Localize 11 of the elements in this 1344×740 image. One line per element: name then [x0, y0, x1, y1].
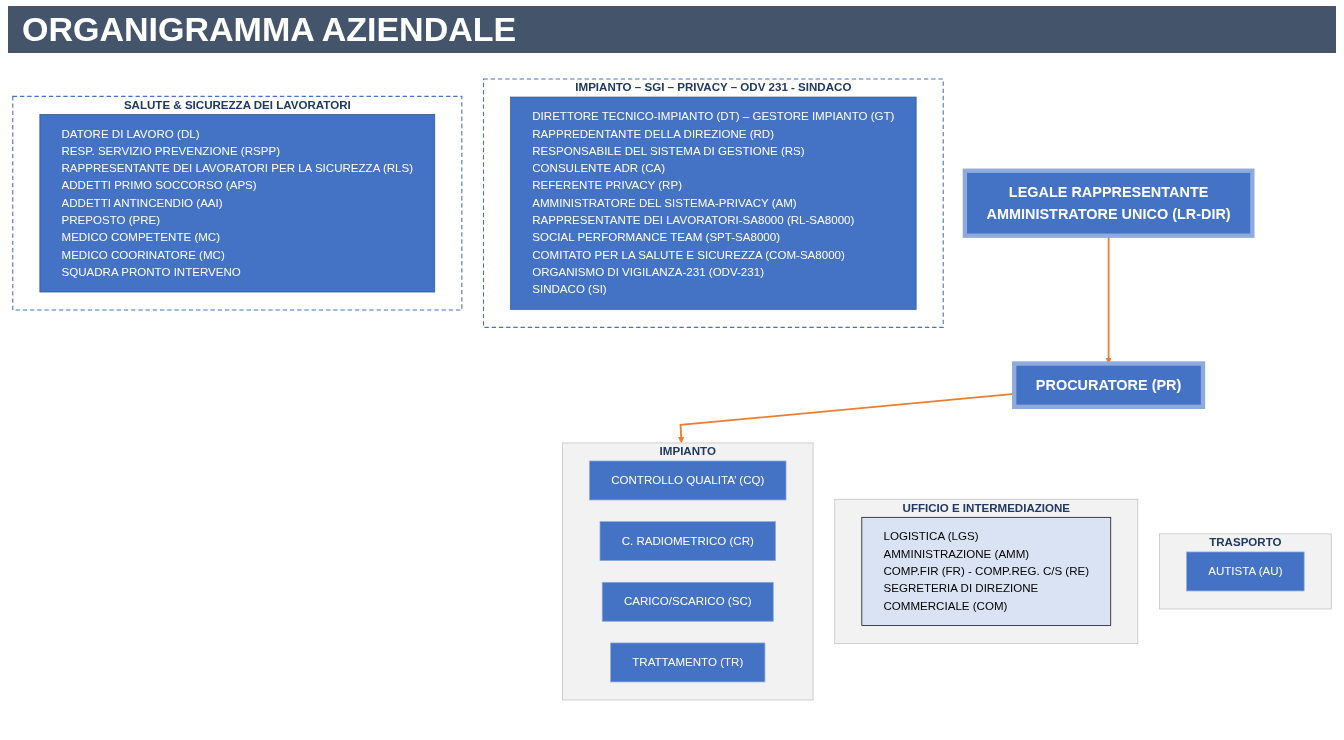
- title-banner: ORGANIGRAMMA AZIENDALE: [8, 6, 1336, 53]
- node-box: DATORE DI LAVORO (DL) RESP. SERVIZIO PREVENZIONE (RSPP) RAPPRESENTANTE DEI LAVORATORI PER LA SICUREZZA (RLS) ADDETTI PRIMO SOCCORSO (APS) ADDETTI ANTINCENDIO (AAI) PREPOSTO (PRE) MEDICO COMPETENTE (MC) MEDICO COORINATORE (MC) SQUADRA PRONTO INTERVENO: [39, 114, 436, 293]
- node-box: TRATTAMENTO (TR): [610, 642, 766, 683]
- node-box: LEGALE RAPPRESENTANTE AMMINISTRATORE UNICO (LR-DIR): [962, 168, 1255, 238]
- node-box: PROCURATORE (PR): [1012, 361, 1206, 409]
- node-box: AUTISTA (AU): [1186, 551, 1305, 592]
- node-box: DIRETTORE TECNICO-IMPIANTO (DT) – GESTORE IMPIANTO (GT) RAPPREDENTANTE DELLA DIREZIONE (RD) RESPONSABILE DEL SISTEMA DI GESTIONE (RS) CONSULENTE ADR (CA) REFERENTE PRIVACY (RP) AMMINISTRATORE DEL SISTEMA-PRIVACY (AM) RAPPRESENTANTE DEI LAVORATORI-SA8000 (RL-SA8000) SOCIAL PERFORMANCE TEAM (SPT-SA8000) COMITATO PER LA SALUTE E SICUREZZA (COM-SA8000) ORGANISMO DI VIGILANZA-231 (ODV-231) SINDACO (SI): [510, 96, 917, 310]
- node-box: C. RADIOMETRICO (CR): [599, 521, 776, 561]
- node-box: LOGISTICA (LGS) AMMINISTRAZIONE (AMM) COMP.FIR (FR) - COMP.REG. C/S (RE) SEGRETERIA DI DIREZIONE COMMERCIALE (COM): [861, 516, 1112, 626]
- node-box: CONTROLLO QUALITA’ (CQ): [589, 460, 787, 501]
- node-box: CARICO/SCARICO (SC): [601, 581, 774, 622]
